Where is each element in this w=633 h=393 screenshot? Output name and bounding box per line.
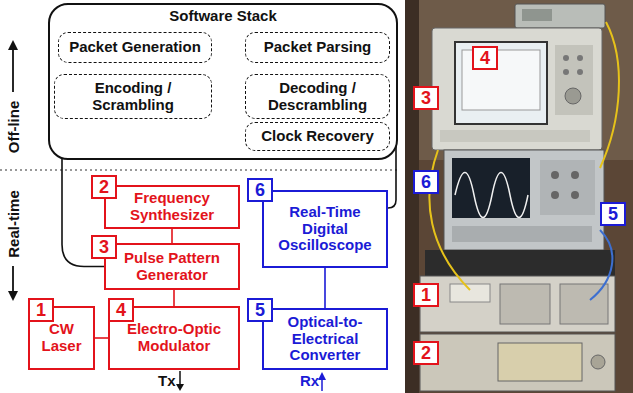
connector-line xyxy=(171,229,173,243)
arrow-head xyxy=(176,384,184,391)
rx-hardware-box: Optical-to-Electrical Converter xyxy=(262,308,388,370)
callout-number: 1 xyxy=(413,283,439,307)
software-module: Encoding / Scrambling xyxy=(54,74,212,119)
rx-arrow xyxy=(321,379,323,391)
box-label: Electro-Optic Modulator xyxy=(114,321,234,355)
callout-number: 4 xyxy=(108,298,134,322)
software-stack-panel: Software StackPacket Generation Packet Pa… xyxy=(48,3,398,160)
callout-number: 2 xyxy=(91,175,117,199)
arrow-head xyxy=(318,372,326,380)
callout-number: 1 xyxy=(28,298,54,322)
box-label: CW Laser xyxy=(34,321,89,355)
axis-label: Off-line xyxy=(5,101,22,154)
axis-label: Real-time xyxy=(5,190,22,258)
box-label: Clock Recovery xyxy=(261,128,374,145)
connector-line xyxy=(324,268,326,308)
software-module: Packet Generation xyxy=(58,32,212,63)
connector-line xyxy=(173,290,175,306)
box-label: Pulse Pattern Generator xyxy=(110,250,234,284)
connector-line xyxy=(95,337,108,339)
box-label: Packet Parsing xyxy=(264,39,372,56)
tx-hardware-box: Frequency Synthesizer xyxy=(104,185,240,229)
arrow-head xyxy=(8,40,18,50)
callout-number: 6 xyxy=(247,178,273,202)
rx-hardware-box: Real-Time Digital Oscilloscope xyxy=(262,190,388,268)
software-module: Decoding / Descrambling xyxy=(245,74,390,119)
callout-number: 2 xyxy=(413,341,439,365)
port-label: Rx xyxy=(300,373,319,389)
arrow-head xyxy=(8,291,18,301)
box-label: Decoding / Descrambling xyxy=(250,80,385,114)
callout-number: 3 xyxy=(91,235,117,259)
callout-number: 3 xyxy=(413,86,439,110)
callout-number: 5 xyxy=(247,298,273,322)
port-label: Tx xyxy=(158,373,176,389)
tx-hardware-box: Pulse Pattern Generator xyxy=(104,243,240,290)
box-label: Real-Time Digital Oscilloscope xyxy=(268,204,382,255)
box-label: Packet Generation xyxy=(69,39,201,56)
callout-number: 4 xyxy=(472,46,498,70)
software-module: Packet Parsing xyxy=(245,32,390,63)
callout-number: 6 xyxy=(413,170,439,194)
software-module: Clock Recovery xyxy=(245,122,390,151)
box-label: Encoding / Scrambling xyxy=(59,80,207,114)
arrow-line xyxy=(12,48,14,92)
panel-title: Software Stack xyxy=(50,8,396,25)
arrow-line xyxy=(12,266,14,292)
callout-number: 5 xyxy=(600,202,626,226)
box-label: Optical-to-Electrical Converter xyxy=(268,314,382,365)
box-label: Frequency Synthesizer xyxy=(110,190,234,224)
tx-arrow xyxy=(179,371,181,385)
divider-line xyxy=(0,169,400,170)
